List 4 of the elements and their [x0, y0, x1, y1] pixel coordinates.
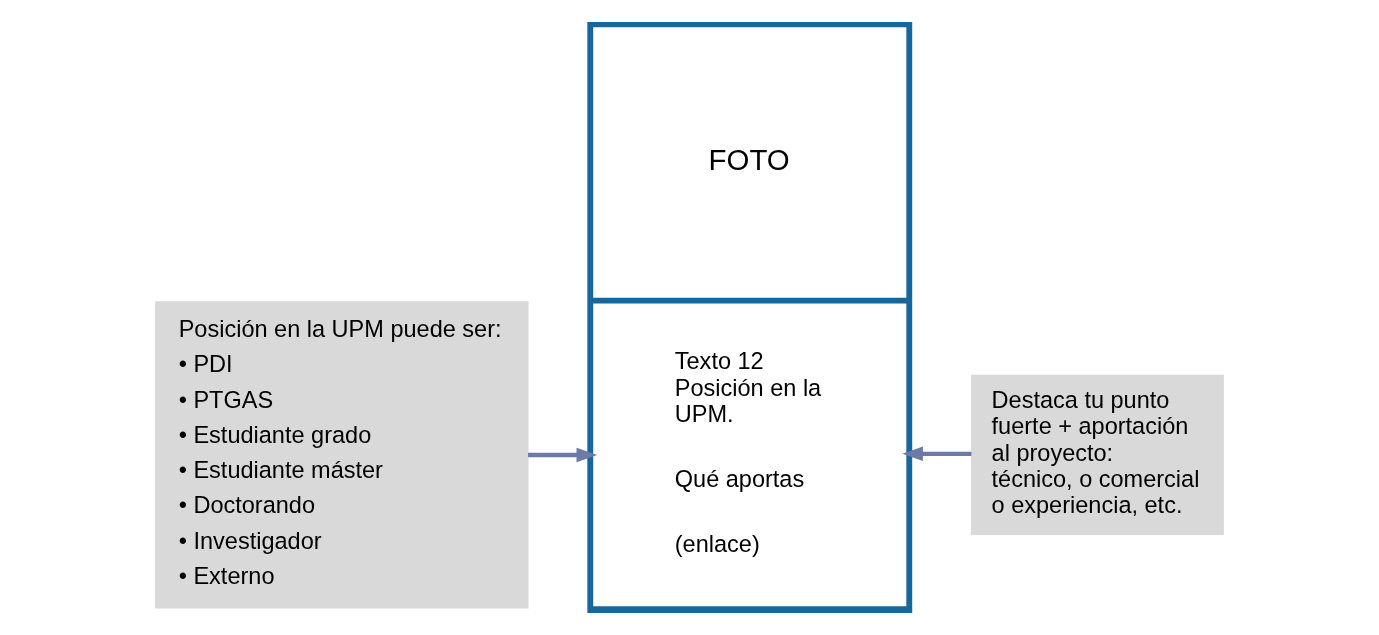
arrow — [528, 447, 598, 463]
node-box: Destaca tu punto fuerte + aportación al proyecto: técnico, o comercial o experiencia, etc. — [971, 374, 1224, 536]
arrow — [902, 446, 972, 462]
node-box: Posición en la UPM puede ser: • PDI • PTGAS • Estudiante grado • Estudiante máster • Doctorando • Investigador • Externo — [155, 301, 529, 609]
